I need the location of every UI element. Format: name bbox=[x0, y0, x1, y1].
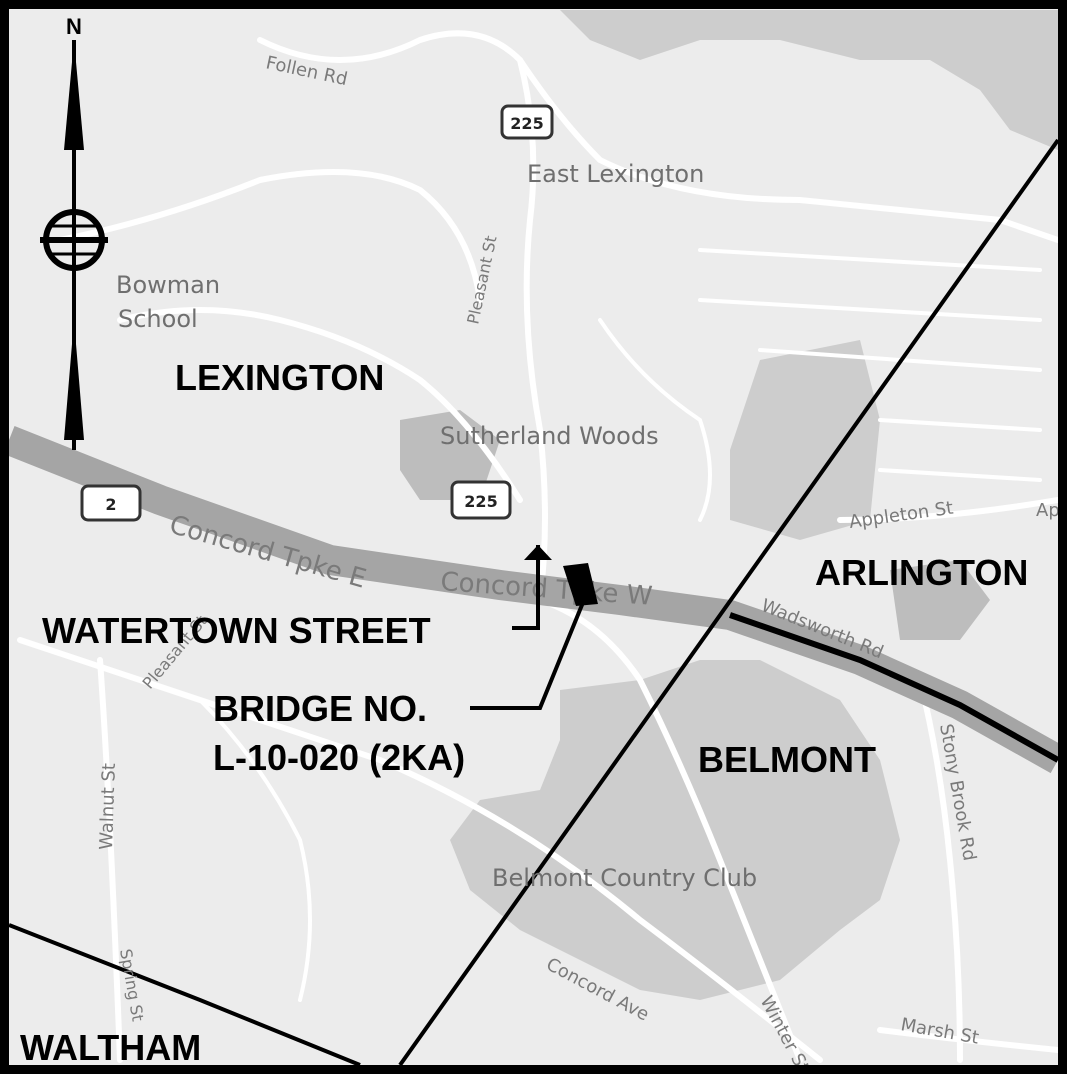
road-winter bbox=[537, 597, 803, 1063]
road-label-walnut: Walnut St bbox=[96, 763, 120, 850]
place-belmont-country-club: Belmont Country Club bbox=[492, 864, 757, 892]
street-leader-arrow bbox=[524, 545, 552, 560]
bridge-marker bbox=[563, 563, 598, 606]
place-school: School bbox=[118, 305, 198, 333]
place-sutherland-woods: Sutherland Woods bbox=[440, 422, 659, 450]
callout-watertown-street: WATERTOWN STREET bbox=[42, 610, 431, 651]
town-waltham: WALTHAM bbox=[20, 1027, 201, 1065]
water-bodies bbox=[400, 10, 1058, 1000]
road-stony-brook bbox=[917, 677, 963, 1063]
road-pleasant bbox=[517, 57, 548, 603]
road-west-2 bbox=[117, 307, 523, 503]
route-225-shield-north: 225 bbox=[500, 104, 554, 140]
water-belmont-country-club bbox=[450, 660, 900, 1000]
road-west-1 bbox=[57, 169, 483, 303]
lexington-waltham-boundary bbox=[9, 923, 361, 1065]
route-225-label-south: 225 bbox=[464, 492, 497, 511]
road-marsh bbox=[877, 1027, 1058, 1053]
road-walnut bbox=[97, 657, 123, 1063]
town-arlington: ARLINGTON bbox=[815, 552, 1028, 593]
road-follen bbox=[257, 30, 1058, 243]
road-concord-ave bbox=[17, 637, 823, 1063]
road-label-appleton-2: Ap bbox=[1036, 500, 1058, 521]
lexington-arlington-boundary bbox=[398, 138, 1058, 1065]
place-bowman: Bowman bbox=[116, 271, 220, 299]
road-local-sw bbox=[198, 698, 312, 1002]
route-2-shield: 2 bbox=[80, 484, 142, 522]
north-label: N bbox=[66, 14, 82, 39]
route-225-shield-south: 225 bbox=[450, 480, 512, 520]
water-arlington bbox=[890, 560, 990, 640]
bridge-leader-line bbox=[470, 599, 586, 710]
callout-bridge-line1: BRIDGE NO. bbox=[213, 688, 427, 729]
road-local-mid bbox=[598, 318, 712, 522]
map-canvas: East Lexington Bowman School Sutherland … bbox=[9, 9, 1058, 1065]
water-east bbox=[730, 340, 880, 540]
water-north bbox=[560, 10, 1058, 150]
arlington-belmont-boundary bbox=[729, 612, 1058, 763]
road-appleton bbox=[837, 497, 1058, 523]
street-leader-line bbox=[512, 545, 540, 630]
town-lexington: LEXINGTON bbox=[175, 357, 384, 398]
route-2-label: 2 bbox=[105, 495, 116, 514]
callout-bridge-line2: L-10-020 (2KA) bbox=[213, 737, 465, 778]
route-225-label-north: 225 bbox=[510, 114, 543, 133]
north-arrow: N bbox=[40, 14, 108, 450]
place-east-lexington: East Lexington bbox=[527, 160, 704, 188]
local-roads bbox=[17, 30, 1058, 1063]
town-belmont: BELMONT bbox=[698, 739, 876, 780]
